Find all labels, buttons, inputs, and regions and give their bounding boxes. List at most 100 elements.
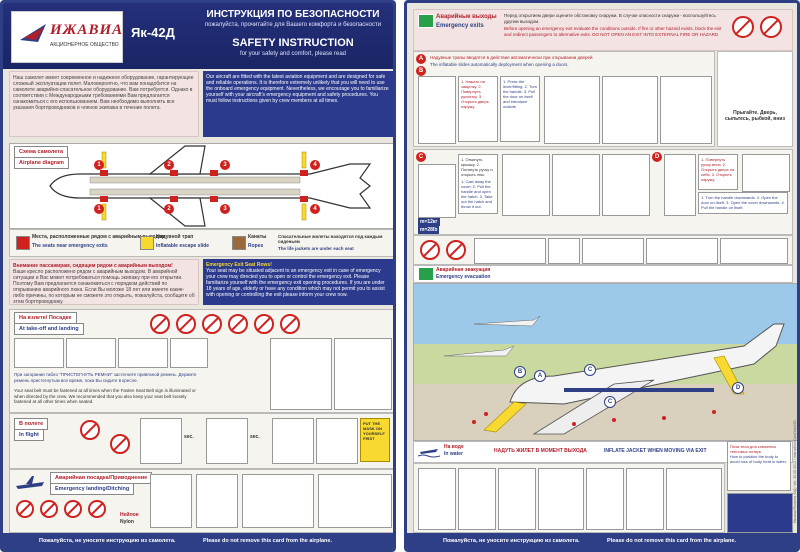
exit-marker: 3 [220, 160, 230, 170]
exit-marker: 3 [220, 204, 230, 214]
life-vest-pocket-illustration [548, 238, 580, 264]
intro-text-en: Our aircraft are fitted with the latest … [203, 71, 393, 137]
footer-text-en: Please do not remove this card from the … [607, 538, 736, 544]
inflight-section: В полете In flight sec. sec. PUT THE MAS… [9, 413, 393, 469]
service-door-steps-ru: 1. Повернуть ручку вниз. 2. Открыть двер… [698, 154, 738, 190]
floating-position-illustration [727, 493, 793, 533]
exit-marker: 4 [310, 160, 320, 170]
step-label-b: B [416, 66, 426, 76]
exit-marker: 2 [164, 160, 174, 170]
service-door-steps-en: 1. Turn the handle downwards. 2. Open th… [698, 192, 788, 214]
seatbelt-adjust-illustration [66, 338, 116, 368]
no-exit-fire-icon [732, 16, 754, 38]
seatbelt-release-illustration [118, 338, 168, 368]
door-lever-illustration [742, 154, 790, 192]
diagram-label-en: Airplane diagram [14, 157, 69, 169]
exit-sign-icon [418, 267, 434, 281]
evacuation-title-en: Emergency evacuation [436, 274, 491, 280]
intro-text-ru: Наш самолет имеет современное и надежное… [9, 71, 199, 137]
lifevest-unpack-illustration [458, 468, 496, 530]
brace-forward-illustration [242, 474, 314, 528]
legend-exits-ru: Места, расположенные рядом с аварийным в… [32, 234, 166, 240]
legend-exits-en: The seats near emergency exits [32, 243, 108, 249]
hatch-weight-lb: m=28lb [418, 226, 440, 234]
evacuation-scene: A B C C D [413, 283, 797, 441]
exit-tag-a: A [534, 370, 546, 382]
exit-marker: 2 [164, 204, 174, 214]
lifevest-head-illustration [498, 468, 536, 530]
step-label-d: D [652, 152, 662, 162]
card-header: ИЖАВИА АКЦИОНЕРНОЕ ОБЩЕСТВО Як-42Д ИНСТР… [3, 3, 393, 69]
airline-subtitle: АКЦИОНЕРНОЕ ОБЩЕСТВО [50, 42, 119, 48]
airline-logo: ИЖАВИА АКЦИОНЕРНОЕ ОБЩЕСТВО [11, 11, 123, 63]
legend-vests-ru: Спасательные жилеты находятся под каждым… [278, 234, 383, 244]
exit-marker: 4 [310, 204, 320, 214]
brace-mother-child-illustration [318, 474, 392, 528]
seatbelt-fasten-illustration [14, 338, 64, 368]
no-laptop-icon [176, 314, 196, 334]
no-sharp-objects-icon [40, 500, 58, 518]
card-footer: Пожалуйста, не уносите инструкцию из сам… [3, 533, 393, 549]
exit-tag-c: C [584, 364, 596, 376]
step-label-a: A [416, 54, 426, 64]
airplane-plan-svg [49, 145, 372, 227]
no-luggage-icon [446, 240, 466, 260]
plane-water-icon [418, 449, 440, 458]
no-smoking-lavatory-icon [110, 434, 130, 454]
step-label-c: C [416, 152, 426, 162]
legend-ropes-en: Ropes [248, 243, 264, 249]
inflight-label-en: In flight [14, 429, 44, 441]
hatch-steps-ru: 1. Откинуть крышку. 2. Потянуть ручку и … [458, 154, 498, 214]
slide-auto-ru: Надувные трапы вводятся в действие автом… [430, 55, 593, 60]
exit-hatch-cd-section: C 1. Откинуть крышку. 2. Потянуть ручку … [413, 149, 793, 235]
card-footer: Пожалуйста, не уносите инструкцию из сам… [407, 533, 797, 549]
exits-header: Аварийные выходы Emergency exits Перед о… [413, 9, 793, 51]
exit-marker: 1 [94, 204, 104, 214]
emergency-lights-illustration [720, 238, 788, 264]
timer-label: sec. [184, 434, 194, 440]
hatch-steps-ru-text: 1. Откинуть крышку. 2. Потянуть ручку и … [461, 157, 493, 177]
timer-label: sec. [250, 434, 260, 440]
lifevest-under-seat-illustration [418, 468, 456, 530]
title-ru: ИНСТРУКЦИЯ ПО БЕЗОПАСНОСТИ [206, 9, 380, 20]
door-steps-ru: 1. Нажать на защелку. 2. Повернуть рукоя… [458, 76, 498, 142]
exit-door-ab-section: A B Надувные трапы вводятся в действие а… [413, 51, 715, 147]
slide-auto-en: The inflatable slides automatically depl… [430, 62, 569, 67]
exit-rows-text-en: Your seat may be situated adjacent to an… [206, 268, 385, 298]
exit-rows-title-ru: Внимание пассажирам, сидящим рядом с ава… [13, 263, 173, 269]
nylon-label-ru: Нейлон [120, 512, 139, 518]
no-camera-icon [228, 314, 248, 334]
slide-deploy-illustration [602, 76, 658, 144]
evacuation-scene-svg [414, 284, 797, 440]
takeoff-landing-section: На взлете/ Посадке At take-off and landi… [9, 309, 393, 413]
no-dentures-icon [88, 500, 106, 518]
pull-mask-illustration [206, 418, 248, 464]
hatch-weight-kg: m=12кг [418, 218, 440, 226]
exit-onto-wing-illustration [602, 154, 650, 216]
exit-prohibitions-row [413, 235, 793, 265]
lifevest-mouthpiece-illustration [626, 468, 664, 530]
ditching-label-en: Emergency landing/Ditching [50, 483, 135, 495]
in-water-en: In water [444, 451, 463, 457]
brace-child-illustration [196, 474, 238, 528]
exit-sign-icon [418, 14, 434, 28]
aircraft-model: Як-42Д [131, 25, 175, 40]
subtitle-ru: пожалуйста, прочитайте для Вашего комфор… [204, 22, 382, 28]
oxygen-mask-drop-illustration [140, 418, 182, 464]
no-glasses-icon [64, 500, 82, 518]
exit-rows-title-en: Emergency Exit Seat Rows! [206, 262, 272, 268]
safety-card-front: ИЖАВИА АКЦИОНЕРНОЕ ОБЩЕСТВО Як-42Д ИНСТР… [0, 0, 396, 552]
rope-icon [232, 236, 246, 250]
no-music-player-icon [202, 314, 222, 334]
no-smoking-icon [280, 314, 300, 334]
crew-open-door-illustration [544, 76, 600, 144]
service-door-illustration [664, 154, 696, 216]
subtitle-en: for your safety and comfort, please read [239, 51, 347, 57]
legend-vests-en: The life jackets are under each seat [278, 246, 354, 251]
hatch-steps-en-text: 1. Cast away the cover. 2. Pull the hand… [461, 179, 493, 209]
exit-warning-en: Before opening an emergency exit evaluat… [504, 26, 722, 37]
lifevest-straps-illustration [538, 468, 584, 530]
no-smoking-icon [420, 240, 440, 260]
overwing-hatch-illustration [418, 164, 456, 218]
in-water-ru: На воде [444, 444, 464, 450]
